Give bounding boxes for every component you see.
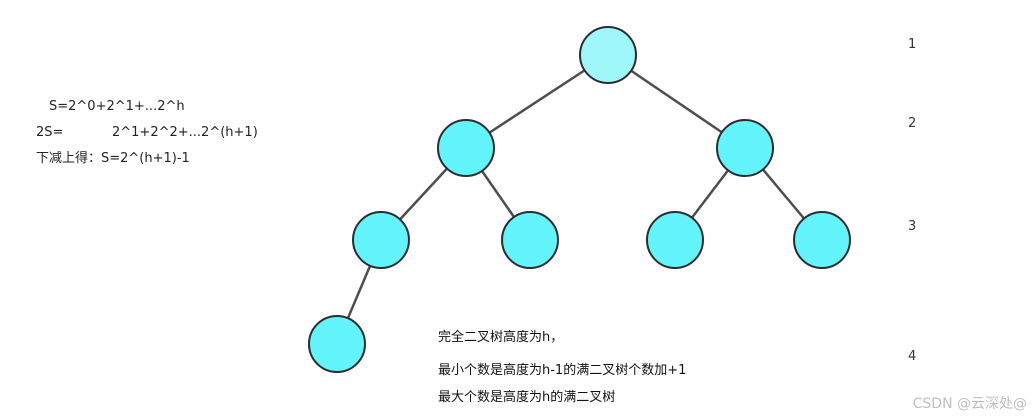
tree-node-level3-3 xyxy=(646,211,704,269)
level-label-3: 3 xyxy=(908,219,917,234)
formula-line-1: S=2^0+2^1+...2^h xyxy=(49,99,185,114)
tree-node-level3-4 xyxy=(793,211,851,269)
note-height: 完全二叉树高度为h， xyxy=(438,330,564,345)
note-min-count: 最小个数是高度为h-1的满二叉树个数加+1 xyxy=(438,363,687,378)
tree-edges xyxy=(335,53,823,345)
formula-line-2-left: 2S= xyxy=(36,125,64,140)
formula-line-2-right: 2^1+2^2+...2^(h+1) xyxy=(112,125,258,140)
watermark: CSDN @云深处@ xyxy=(912,396,1027,412)
tree-node-level4-1 xyxy=(308,315,366,373)
formula-line-3: 下减上得：S=2^(h+1)-1 xyxy=(36,151,190,166)
level-label-2: 2 xyxy=(908,116,917,131)
tree-node-level3-2 xyxy=(501,211,559,269)
level-label-4: 4 xyxy=(908,349,917,364)
tree-node-level2-left xyxy=(437,119,495,177)
tree-node-root xyxy=(579,26,637,84)
note-max-count: 最大个数是高度为h的满二叉树 xyxy=(438,390,616,405)
level-label-1: 1 xyxy=(908,37,917,52)
tree-node-level3-1 xyxy=(352,211,410,269)
tree-nodes xyxy=(308,26,851,373)
tree-node-level2-right xyxy=(716,119,774,177)
